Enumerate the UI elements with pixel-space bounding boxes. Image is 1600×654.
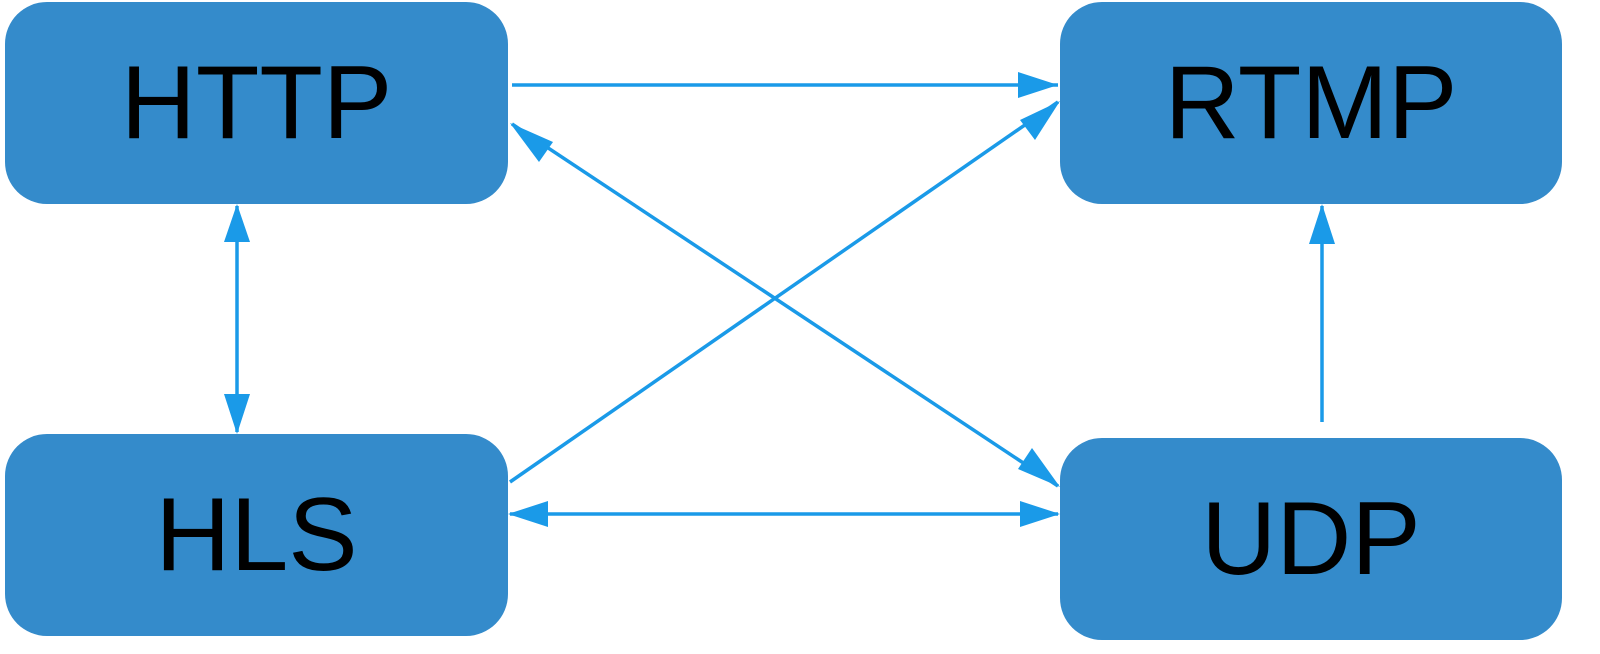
edge-hls-to-rtmp xyxy=(509,100,1059,484)
arrowhead-hls-udp-at-hls xyxy=(508,501,548,527)
node-udp: UDP xyxy=(1060,438,1562,640)
arrowhead-http-udp-at-http xyxy=(510,123,553,162)
node-http-label: HTTP xyxy=(120,45,393,161)
arrowhead-http-hls-at-http xyxy=(224,204,250,242)
arrowhead-hls-udp-at-udp xyxy=(1020,501,1060,527)
node-rtmp-label: RTMP xyxy=(1164,45,1458,161)
node-rtmp: RTMP xyxy=(1060,2,1562,204)
node-hls: HLS xyxy=(5,434,508,636)
arrowhead-hls-rtmp-at-rtmp xyxy=(1020,101,1060,140)
arrowhead-http-hls-at-hls xyxy=(224,394,250,434)
node-hls-label: HLS xyxy=(155,477,358,593)
arrowhead-udp-rtmp-at-rtmp xyxy=(1309,204,1335,244)
edge-http-udp xyxy=(511,122,1059,488)
node-udp-label: UDP xyxy=(1201,481,1421,597)
arrowhead-http-rtmp-at-rtmp xyxy=(1018,72,1058,98)
arrowhead-http-udp-at-udp xyxy=(1018,448,1060,487)
node-http: HTTP xyxy=(5,2,508,204)
